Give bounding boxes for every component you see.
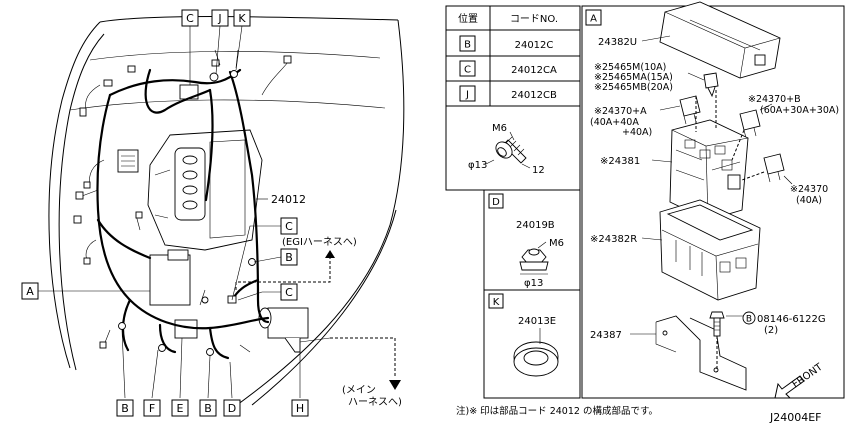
table-row-code: 24012CA <box>511 65 557 76</box>
table-row-code: 24012CB <box>511 90 557 101</box>
part-24381: ※24381 <box>600 156 640 167</box>
right-component-h <box>258 307 331 353</box>
part-24370a-rating2: +40A) <box>622 127 652 138</box>
bolt-length: 12 <box>532 165 545 176</box>
callout-bottom-e: E <box>177 402 184 415</box>
callout-right-b: B <box>285 251 293 264</box>
fuse-box-cover <box>659 1 781 79</box>
part-24370b: ※24370+B <box>748 94 801 105</box>
part-24387: 24387 <box>590 330 622 341</box>
table-header-code: コードNO. <box>510 14 558 25</box>
part-24370a: ※24370+A <box>594 106 647 117</box>
front-arrow-icon <box>774 375 805 399</box>
callout-boxes: C J K A C B C B F E B D H <box>21 9 309 417</box>
detail-d-diameter: φ13 <box>524 278 543 289</box>
part-24382u: 24382U <box>598 37 637 48</box>
callout-right-c1: C <box>285 220 293 233</box>
up-arrow-egi <box>325 250 335 258</box>
main-harness-wires <box>96 68 270 360</box>
bolt-thread-size: M6 <box>492 123 507 134</box>
detail-d-thread: M6 <box>549 238 564 249</box>
table-row-code: 24012C <box>515 40 554 51</box>
callout-top-c: C <box>186 12 194 25</box>
grommet-drawing <box>513 341 559 377</box>
down-arrow-main <box>389 380 401 390</box>
footnote: 注)※ 印は部品コード 24012 の構成部品です。 <box>456 405 658 417</box>
part-24370-rating: (40A) <box>796 195 822 206</box>
part-25465mb: ※25465MB(20A) <box>594 82 673 93</box>
bracket-bolt <box>709 311 725 337</box>
detail-k-label: K <box>493 297 500 308</box>
detail-a-panel: A 24382U ※25465M(10A) ※25465MA(15A) ※254… <box>581 1 845 399</box>
bolt-callout-circle <box>742 311 756 325</box>
diagram-id: J24004EF <box>769 411 822 424</box>
callout-top-j: J <box>217 12 221 25</box>
fusible-link-a <box>679 95 701 125</box>
part-24370a-rating1: (40A+40A <box>590 117 639 128</box>
engine-block <box>147 129 263 251</box>
fuse-box-lower-case <box>659 199 761 301</box>
bolt-diameter: φ13 <box>468 160 487 171</box>
part-24370: ※24370 <box>790 184 828 195</box>
callout-right-c2: C <box>285 286 293 299</box>
mini-fuse <box>703 72 719 98</box>
table-row-pos: C <box>464 65 471 76</box>
detail-d-panel: D 24019B M6 φ13 <box>483 189 581 291</box>
part-24370b-rating: (60A+30A+30A) <box>760 105 839 116</box>
part-25465ma: ※25465MA(15A) <box>594 72 673 83</box>
engine-bay-harness-view: C J K A C B C B F E B D H 24012 <box>21 9 405 417</box>
fuse-block-body <box>669 119 749 221</box>
callout-leaders <box>38 25 396 399</box>
table-row-pos: J <box>465 90 469 101</box>
fusible-link-c <box>763 153 785 183</box>
callout-bottom-f: F <box>149 402 155 415</box>
table-header-position: 位置 <box>458 12 478 25</box>
bolt-detail-panel: M6 φ13 12 <box>445 105 581 191</box>
fuse-block-center <box>149 254 191 306</box>
detail-k-part: 24013E <box>518 316 556 327</box>
callout-bottom-h: H <box>296 402 304 415</box>
callout-bottom-b1: B <box>121 402 129 415</box>
detail-d-part: 24019B <box>516 220 555 231</box>
callout-left-a: A <box>26 285 34 298</box>
egi-harness-note: (EGIハーネスへ) <box>282 236 357 248</box>
main-harness-note-line2: ハーネスへ) <box>348 396 402 408</box>
callout-bottom-d: D <box>228 402 236 415</box>
bolt-drawing <box>495 136 527 164</box>
callout-bottom-b2: B <box>204 402 212 415</box>
bolt-callout-label: B <box>746 315 752 325</box>
part-24382r: ※24382R <box>590 234 637 245</box>
code-table: 位置 コードNO. B 24012C C 24012CA J 24012CB <box>445 5 581 107</box>
callout-top-k: K <box>238 12 246 25</box>
main-harness-note-line1: (メイン <box>342 385 376 396</box>
table-row-pos: B <box>464 40 471 51</box>
part-08146: 08146-6122G <box>757 314 826 325</box>
nut-drawing <box>519 248 549 271</box>
part-25465m: ※25465M(10A) <box>594 62 666 73</box>
detail-a-label: A <box>590 14 597 25</box>
detail-k-panel: K 24013E <box>483 289 581 399</box>
harness-connectors <box>73 55 292 356</box>
detail-d-label: D <box>492 197 500 208</box>
harness-part-number: 24012 <box>271 193 306 206</box>
part-08146-qty: (2) <box>764 325 778 336</box>
